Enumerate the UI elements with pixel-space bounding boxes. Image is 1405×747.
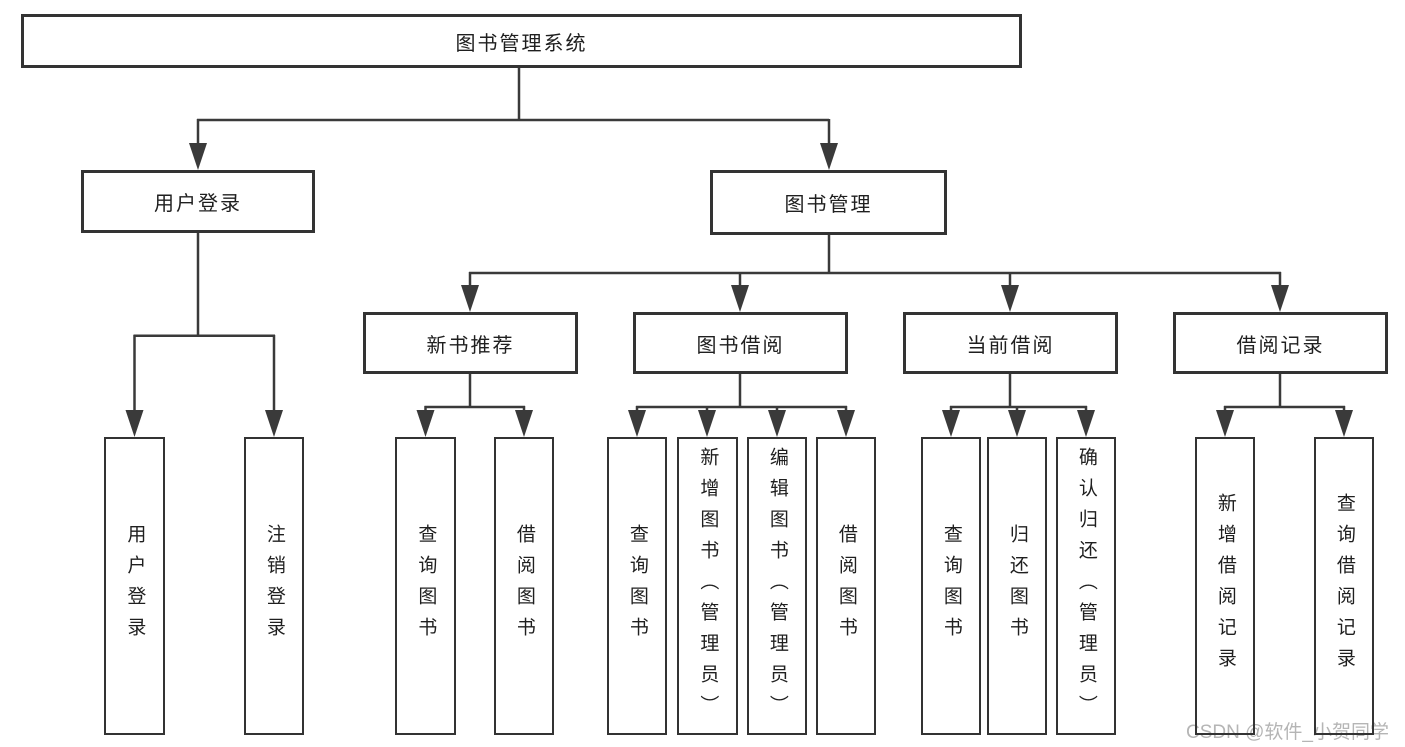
leaf-cb-query-books: 查询图书 bbox=[921, 437, 981, 735]
leaf-cb-return-books: 归还图书 bbox=[987, 437, 1047, 735]
leaf-cb-confirm-return-admin-label: 确认归还（管理员） bbox=[1075, 446, 1097, 726]
leaf-cb-confirm-return-admin: 确认归还（管理员） bbox=[1056, 437, 1116, 735]
leaf-rec-query-record: 查询借阅记录 bbox=[1314, 437, 1374, 735]
leaf-logout-label: 注销登录 bbox=[263, 524, 285, 648]
leaf-rec-query-record-label: 查询借阅记录 bbox=[1333, 493, 1355, 679]
leaf-bb-query-books-label: 查询图书 bbox=[626, 524, 648, 648]
node-root-label: 图书管理系统 bbox=[455, 32, 588, 55]
leaf-nb-borrow-books: 借阅图书 bbox=[494, 437, 554, 735]
node-new-book-recommend-label: 新书推荐 bbox=[426, 334, 515, 357]
node-book-management-label: 图书管理 bbox=[784, 194, 873, 216]
node-borrow-records-label: 借阅记录 bbox=[1236, 334, 1325, 357]
leaf-user-login-label: 用户登录 bbox=[124, 524, 146, 648]
node-current-borrow: 当前借阅 bbox=[903, 312, 1118, 374]
node-borrow-records: 借阅记录 bbox=[1173, 312, 1388, 374]
node-root: 图书管理系统 bbox=[21, 14, 1022, 68]
node-book-management: 图书管理 bbox=[710, 170, 947, 235]
node-user-login: 用户登录 bbox=[81, 170, 315, 233]
node-user-login-label: 用户登录 bbox=[154, 193, 242, 215]
leaf-nb-query-books: 查询图书 bbox=[395, 437, 456, 735]
leaf-logout: 注销登录 bbox=[244, 437, 304, 735]
node-book-borrow-label: 图书借阅 bbox=[696, 334, 785, 357]
csdn-watermark: CSDN @软件_小贺同学 bbox=[1186, 722, 1389, 743]
node-new-book-recommend: 新书推荐 bbox=[363, 312, 578, 374]
leaf-cb-query-books-label: 查询图书 bbox=[940, 524, 962, 648]
leaf-bb-borrow-books: 借阅图书 bbox=[816, 437, 876, 735]
leaf-bb-add-books-admin: 新增图书（管理员） bbox=[677, 437, 738, 735]
leaf-bb-borrow-books-label: 借阅图书 bbox=[835, 524, 857, 648]
node-current-borrow-label: 当前借阅 bbox=[966, 334, 1055, 357]
leaf-nb-borrow-books-label: 借阅图书 bbox=[513, 524, 535, 648]
leaf-rec-add-record: 新增借阅记录 bbox=[1195, 437, 1255, 735]
leaf-bb-edit-books-admin-label: 编辑图书（管理员） bbox=[766, 446, 788, 726]
leaf-rec-add-record-label: 新增借阅记录 bbox=[1214, 493, 1236, 679]
node-book-borrow: 图书借阅 bbox=[633, 312, 848, 374]
leaf-nb-query-books-label: 查询图书 bbox=[415, 524, 437, 648]
leaf-bb-query-books: 查询图书 bbox=[607, 437, 667, 735]
leaf-cb-return-books-label: 归还图书 bbox=[1006, 524, 1028, 648]
leaf-user-login: 用户登录 bbox=[104, 437, 165, 735]
leaf-bb-add-books-admin-label: 新增图书（管理员） bbox=[697, 446, 719, 726]
leaf-bb-edit-books-admin: 编辑图书（管理员） bbox=[747, 437, 807, 735]
